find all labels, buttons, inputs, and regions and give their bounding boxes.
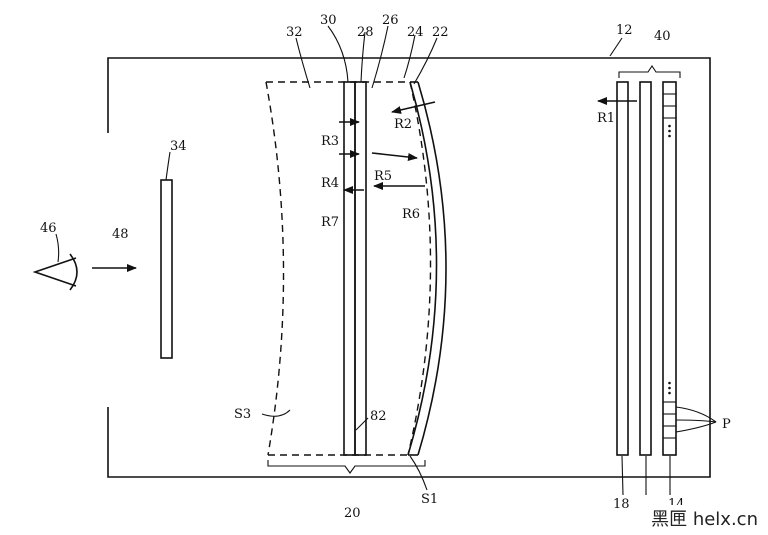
- pixel-cells: [663, 93, 676, 439]
- curved-lens-32-left: [265, 81, 285, 456]
- ray-r5: [371, 152, 418, 161]
- label-s3: S3: [234, 407, 251, 422]
- label-46: 46: [40, 221, 57, 236]
- ray-r2: [391, 101, 436, 114]
- plate-18: [616, 81, 629, 456]
- label-r5: R5: [374, 169, 392, 184]
- curved-element-22-inner: [407, 81, 438, 456]
- watermark-chinese: 黑匣: [651, 509, 688, 530]
- label-30: 30: [320, 13, 337, 28]
- plate-30: [343, 81, 356, 456]
- label-s1: S1: [421, 492, 438, 507]
- label-48: 48: [112, 227, 129, 242]
- leader-lines: [55, 25, 717, 496]
- lens-element-34: [160, 179, 173, 359]
- label-12: 12: [616, 23, 633, 38]
- bracket-20: [267, 460, 426, 474]
- label-82: 82: [370, 409, 387, 424]
- watermark-site: helx.cn: [692, 509, 758, 530]
- label-28: 28: [357, 25, 374, 40]
- label-r7: R7: [321, 215, 339, 230]
- bracket-40: [618, 65, 681, 78]
- label-r4: R4: [321, 176, 339, 191]
- label-24: 24: [407, 25, 424, 40]
- eye-symbol: [32, 253, 78, 291]
- label-r3: R3: [321, 134, 339, 149]
- watermark: 黑匣 helx.cn: [649, 505, 760, 531]
- plate-28: [354, 81, 367, 456]
- curved-lens-32-right: [407, 81, 432, 456]
- label-22: 22: [432, 25, 449, 40]
- label-26: 26: [382, 13, 399, 28]
- curved-element-22-outer: [417, 81, 447, 456]
- label-r1: R1: [597, 111, 615, 126]
- label-34: 34: [170, 139, 187, 154]
- plate-mid: [639, 81, 652, 456]
- label-20: 20: [344, 506, 361, 521]
- label-r2: R2: [394, 117, 412, 132]
- pixel-panel-14: [662, 81, 677, 456]
- label-32: 32: [286, 25, 303, 40]
- label-r6: R6: [402, 207, 420, 222]
- label-18: 18: [613, 497, 630, 512]
- label-p: P: [722, 417, 731, 432]
- housing-outline: [107, 57, 711, 478]
- label-40: 40: [654, 29, 671, 44]
